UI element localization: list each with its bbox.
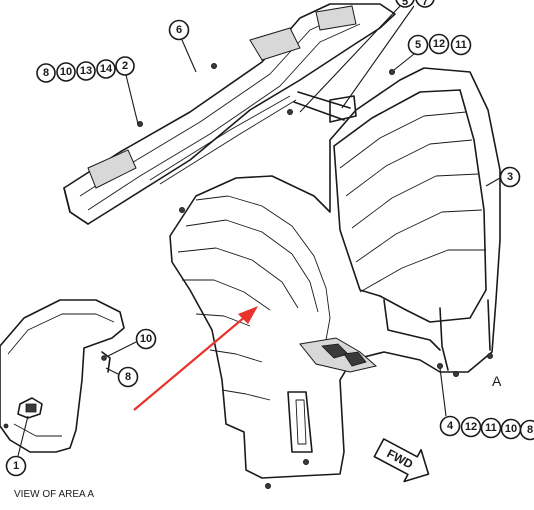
callout-11: 11 — [455, 39, 467, 51]
callout-2: 2 — [122, 60, 128, 72]
view-of-area-a-label: VIEW OF AREA A — [14, 489, 94, 500]
callout-group-top-left: 8 10 13 14 2 — [36, 56, 135, 83]
callout-10: 10 — [60, 66, 72, 78]
callout-12-b: 12 — [465, 421, 477, 433]
main-fairing-shell — [169, 67, 501, 489]
leader-inset-10 — [107, 341, 137, 357]
callout-6: 6 — [176, 24, 182, 36]
leader-5-7 — [299, 5, 401, 113]
fwd-arrow: FWD — [373, 438, 430, 483]
leader-5-7-b — [341, 5, 415, 109]
callout-10-b: 10 — [505, 423, 517, 435]
upper-duct-panel — [63, 3, 396, 225]
callout-inset-10: 10 — [140, 333, 152, 345]
callout-inset-8-group: 8 — [117, 366, 139, 388]
leader-group-bottom-right — [439, 367, 447, 417]
leader-group-right-top — [393, 53, 415, 71]
leader-inset-8 — [105, 367, 119, 375]
leader-group-top-left — [125, 74, 139, 125]
callout-13: 13 — [80, 65, 92, 77]
callout-11-b: 11 — [485, 422, 497, 434]
callout-4: 4 — [447, 420, 454, 432]
callout-6-group: 6 — [168, 19, 190, 41]
red-pointer-arrow — [133, 306, 258, 411]
callout-3: 3 — [507, 171, 513, 183]
callout-inset-1: 1 — [13, 460, 19, 472]
area-a-marker: A — [492, 373, 502, 389]
callout-8: 8 — [43, 67, 49, 79]
callout-group-right-top: 5 12 11 — [407, 33, 472, 56]
callout-3-group: 3 — [499, 166, 521, 188]
callout-group-bottom-right: 4 12 11 10 8 — [439, 415, 534, 441]
callout-12: 12 — [433, 38, 445, 50]
callout-top-right-pair: 5 7 — [395, 0, 435, 8]
callout-5: 5 — [415, 39, 421, 51]
callout-7-top: 7 — [422, 0, 428, 8]
inset-view-area-a — [0, 299, 125, 453]
leader-6 — [181, 39, 197, 73]
callout-5-top: 5 — [402, 0, 408, 8]
callout-14: 14 — [100, 63, 113, 75]
callout-inset-10-group: 10 — [135, 328, 157, 350]
callout-inset-8: 8 — [125, 371, 131, 383]
leader-3 — [485, 177, 501, 187]
leader-inset-1 — [17, 415, 29, 457]
callout-8-b: 8 — [527, 424, 533, 436]
callout-inset-1-group: 1 — [5, 455, 27, 477]
